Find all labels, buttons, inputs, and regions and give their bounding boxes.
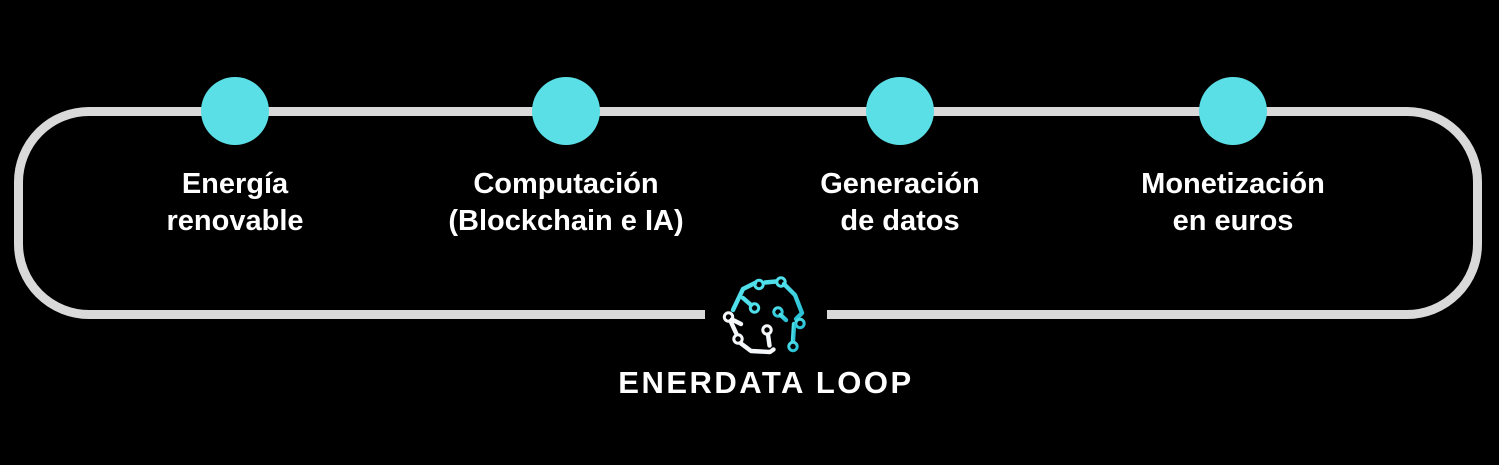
station-label: Monetización en euros (1141, 168, 1325, 237)
logo-face-bottom (722, 311, 776, 355)
logo-face-right (772, 281, 806, 353)
logo-face-top (730, 276, 787, 314)
station-energia-renovable: Energía renovable (65, 77, 405, 240)
circuit-cube-logo-icon (722, 276, 806, 355)
station-label: Computación (Blockchain e IA) (448, 168, 684, 237)
station-label: Energía renovable (166, 168, 304, 237)
station-monetizacion: Monetización en euros (1063, 77, 1403, 240)
station-label: Generación de datos (820, 168, 980, 237)
station-generacion-datos: Generación de datos (730, 77, 1070, 240)
station-computacion: Computación (Blockchain e IA) (396, 77, 736, 240)
station-node-icon (1199, 77, 1267, 145)
station-node-icon (201, 77, 269, 145)
station-node-icon (866, 77, 934, 145)
station-node-icon (532, 77, 600, 145)
diagram-title: ENERDATA LOOP (618, 365, 914, 400)
